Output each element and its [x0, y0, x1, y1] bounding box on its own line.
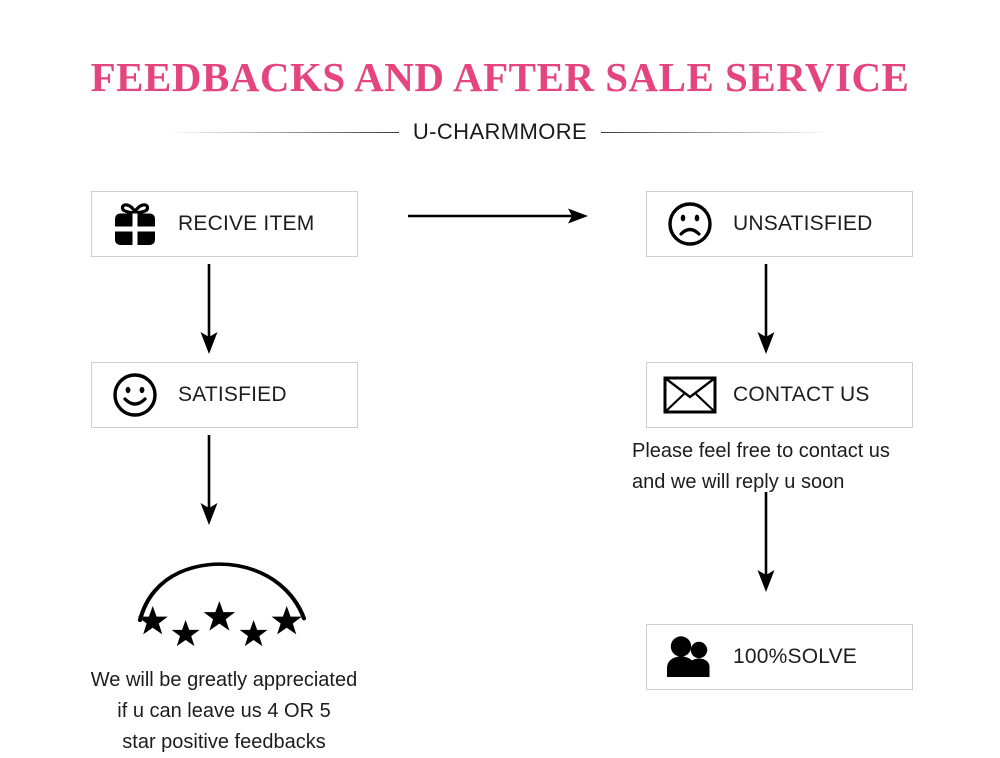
contact-note: Please feel free to contact us and we wi…: [632, 436, 972, 498]
step-box-unsatisfied: UNSATISFIED: [646, 191, 913, 257]
arrow-recive-to-satisfied: [198, 264, 220, 359]
subtitle-row: U-CHARMMORE: [0, 119, 1000, 145]
subtitle-rule-left: [168, 131, 399, 133]
step-box-contact-us: CONTACT US: [646, 362, 913, 428]
contact-note-line-2: and we will reply u soon: [632, 471, 845, 493]
step-label-solve: 100%SOLVE: [733, 645, 857, 668]
five-stars-arc-icon: [128, 556, 313, 653]
step-box-solve: 100%SOLVE: [646, 624, 913, 690]
gift-icon: [92, 201, 178, 247]
step-box-satisfied: SATISFIED: [91, 362, 358, 428]
step-label-unsatisfied: UNSATISFIED: [733, 212, 873, 235]
page-title: FEEDBACKS AND AFTER SALE SERVICE: [90, 54, 910, 100]
contact-note-line-1: Please feel free to contact us: [632, 440, 890, 462]
arrow-recive-to-unsatisfied: [408, 205, 588, 232]
brand-name: U-CHARMMORE: [412, 119, 588, 144]
stars-caption-line-3: star positive feedbacks: [122, 731, 326, 753]
arrow-unsatisfied-to-contact: [755, 264, 777, 359]
step-label-satisfied: SATISFIED: [178, 383, 287, 406]
arrow-satisfied-to-stars: [198, 435, 220, 530]
stars-caption-line-1: We will be greatly appreciated: [90, 669, 358, 691]
people-icon: [647, 635, 733, 679]
arrow-contact-to-solve: [755, 492, 777, 597]
step-label-recive-item: RECIVE ITEM: [178, 212, 315, 235]
step-label-contact-us: CONTACT US: [733, 383, 870, 406]
step-box-recive-item: RECIVE ITEM: [91, 191, 358, 257]
stars-caption: We will be greatly appreciated if u can …: [24, 665, 424, 758]
smiley-happy-icon: [92, 371, 178, 419]
subtitle-rule-right: [601, 131, 832, 133]
envelope-icon: [647, 376, 733, 414]
smiley-sad-icon: [647, 200, 733, 248]
stars-caption-line-2: if u can leave us 4 OR 5: [117, 700, 331, 722]
